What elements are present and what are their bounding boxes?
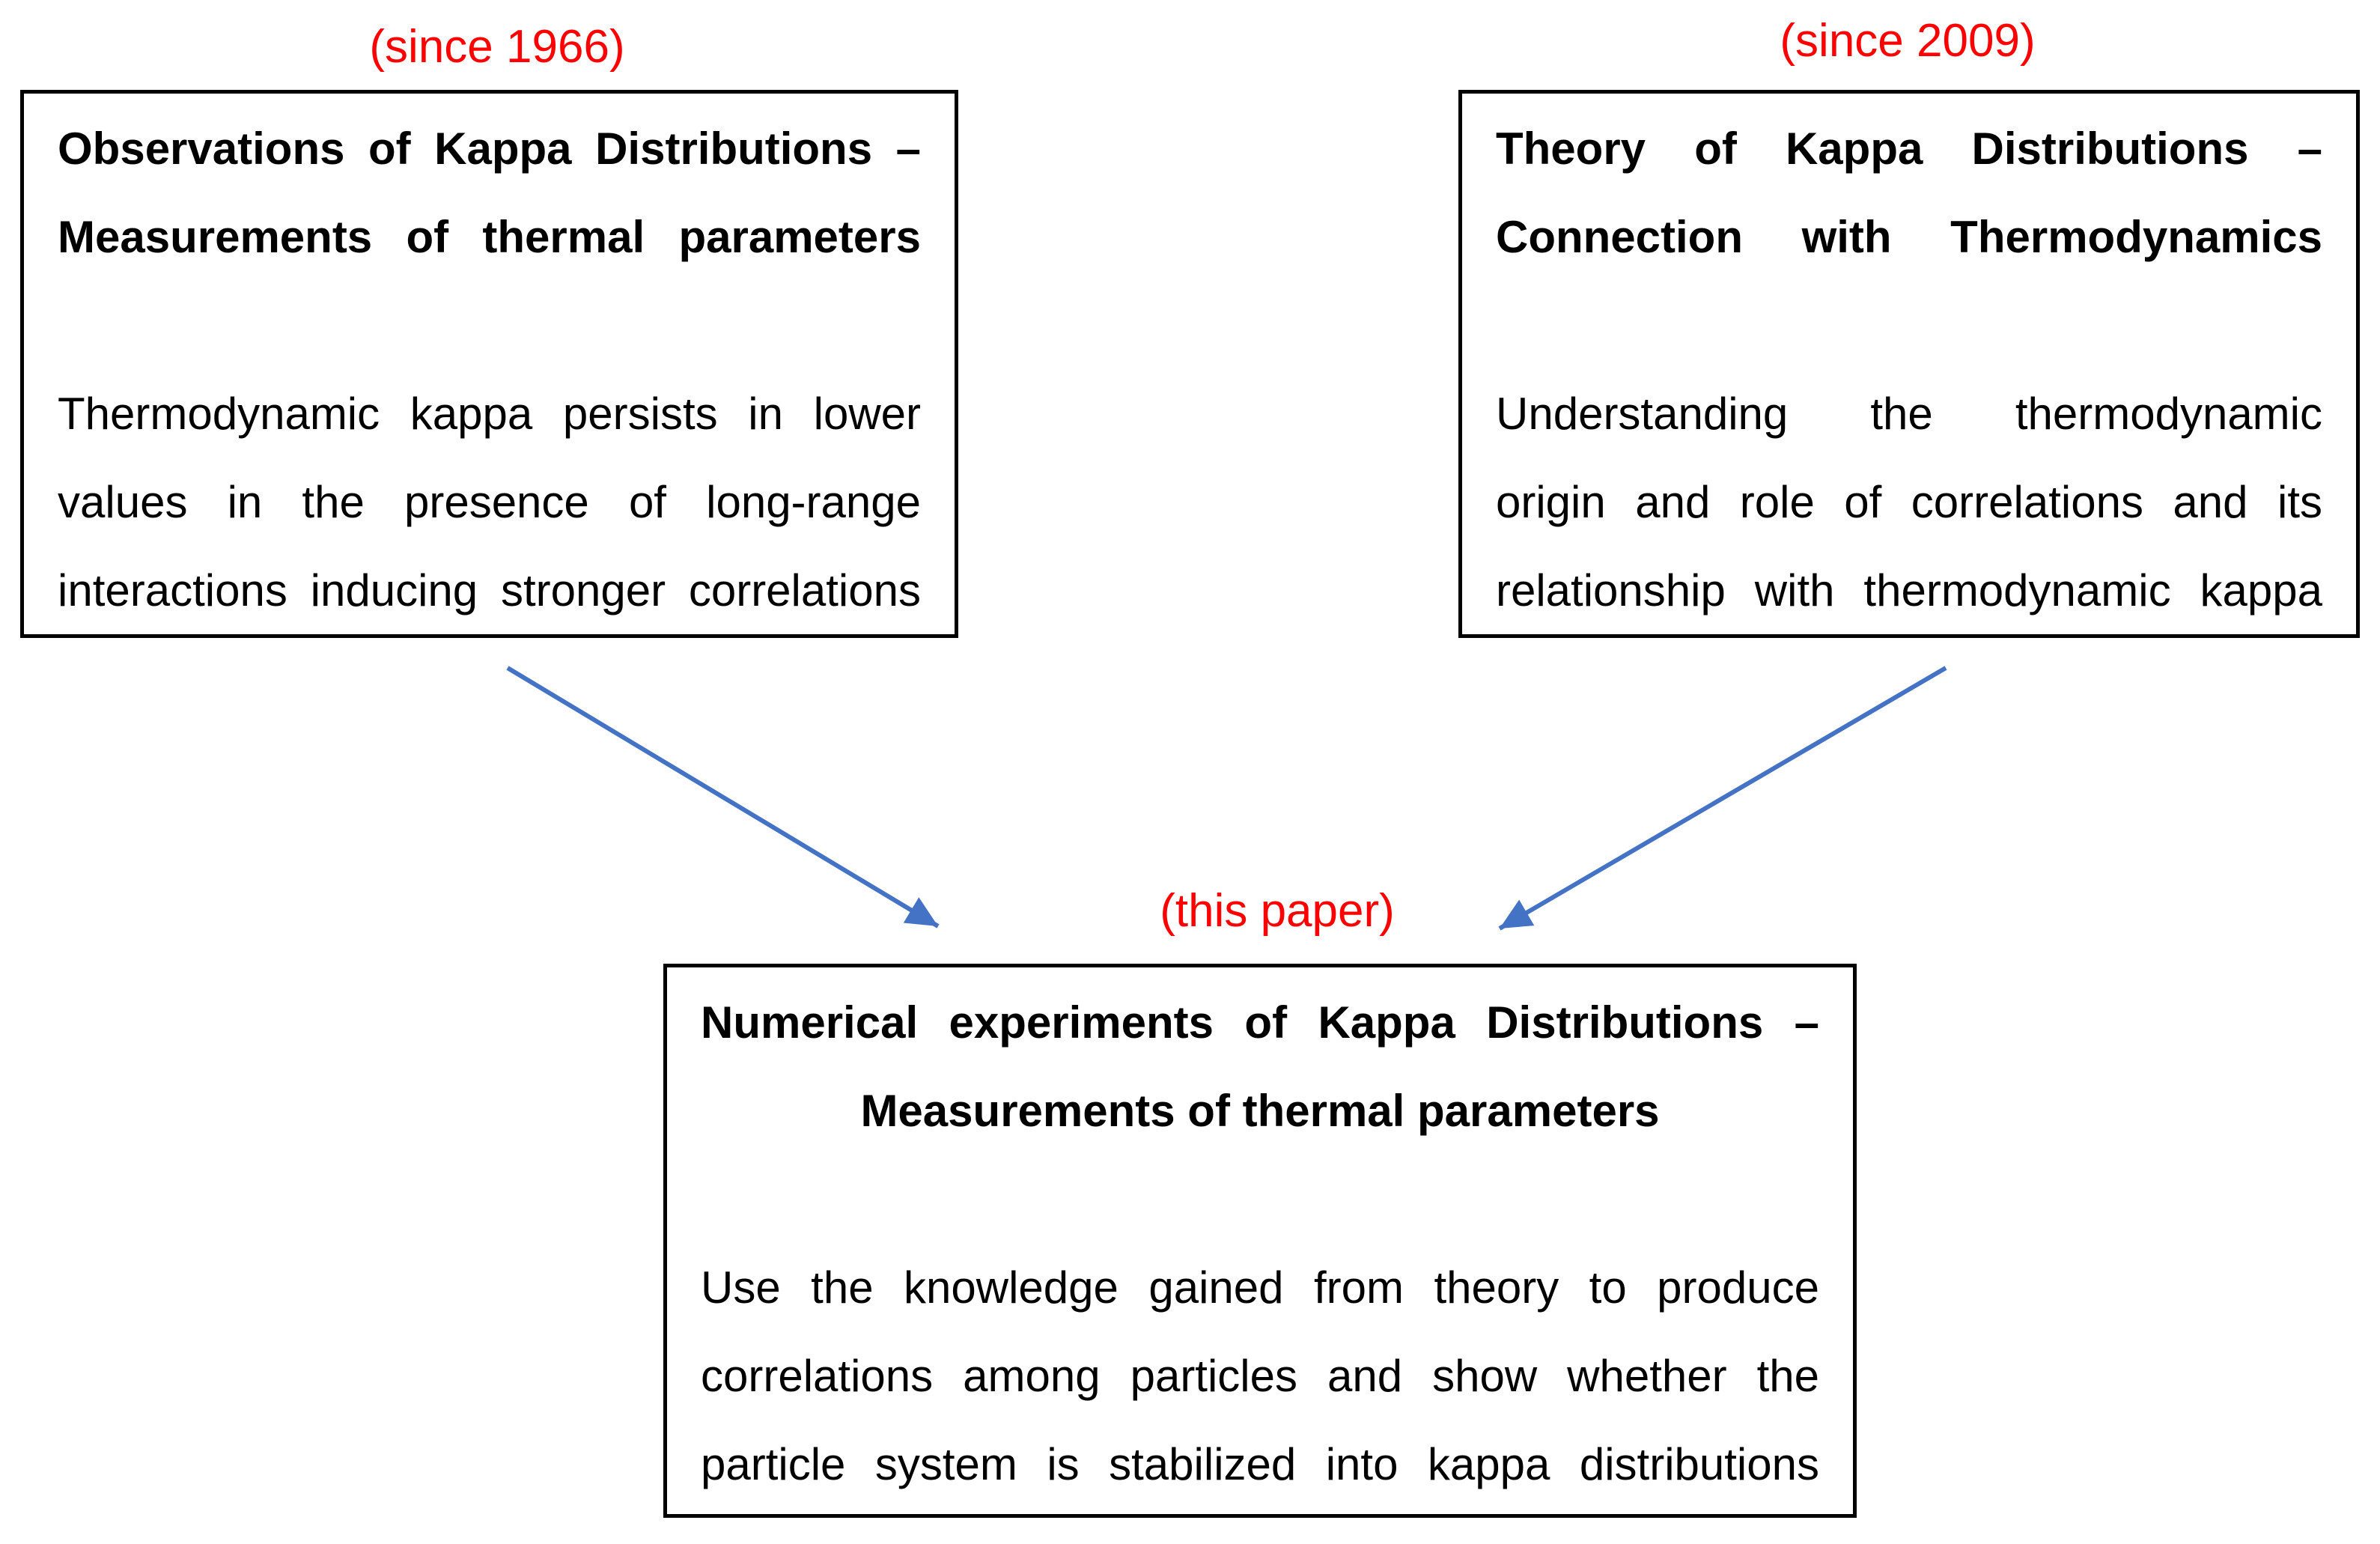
theory-title-line-1: Theory of Kappa Distributions – xyxy=(1496,124,2322,174)
numerical-body-line-3: particle system is stabilized into kappa… xyxy=(701,1439,1819,1489)
theory-box-body: Understanding the thermodynamic origin a… xyxy=(1496,370,2322,635)
this-paper-label: (this paper) xyxy=(1160,885,1395,937)
theory-title-line-2: Connection with Thermodynamics xyxy=(1496,212,2322,262)
observations-to-numerical-arrow xyxy=(506,666,940,928)
numerical-body-line-2: correlations among particles and show wh… xyxy=(701,1351,1819,1401)
observations-title-line-2: Measurements of thermal parameters xyxy=(58,212,921,262)
theory-to-numerical-arrow xyxy=(1498,666,1947,931)
theory-body-line-3: relationship with thermodynamic kappa xyxy=(1496,565,2322,616)
observations-body-line-3: interactions inducing stronger correlati… xyxy=(58,565,921,616)
numerical-body-line-1: Use the knowledge gained from theory to … xyxy=(701,1262,1819,1313)
observations-box: Observations of Kappa Distributions – Me… xyxy=(20,90,958,638)
theory-body-line-1: Understanding the thermodynamic xyxy=(1496,389,2322,439)
theory-box: Theory of Kappa Distributions – Connecti… xyxy=(1458,90,2360,638)
numerical-box-title: Numerical experiments of Kappa Distribut… xyxy=(701,979,1819,1155)
observations-box-body: Thermodynamic kappa persists in lower va… xyxy=(58,370,921,635)
observations-box-title: Observations of Kappa Distributions – Me… xyxy=(58,105,921,282)
since-2009-label: (since 2009) xyxy=(1780,15,2036,67)
observations-body-line-1: Thermodynamic kappa persists in lower xyxy=(58,389,921,439)
theory-box-title: Theory of Kappa Distributions – Connecti… xyxy=(1496,105,2322,282)
observations-title-line-1: Observations of Kappa Distributions – xyxy=(58,124,921,174)
numerical-title-line-1: Numerical experiments of Kappa Distribut… xyxy=(701,997,1819,1048)
numerical-box: Numerical experiments of Kappa Distribut… xyxy=(663,964,1857,1518)
numerical-box-body: Use the knowledge gained from theory to … xyxy=(701,1244,1819,1509)
since-1966-label: (since 1966) xyxy=(369,21,625,73)
theory-body-line-2: origin and role of correlations and its xyxy=(1496,477,2322,527)
observations-body-line-2: values in the presence of long-range xyxy=(58,477,921,527)
numerical-title-line-2: Measurements of thermal parameters xyxy=(860,1086,1660,1136)
